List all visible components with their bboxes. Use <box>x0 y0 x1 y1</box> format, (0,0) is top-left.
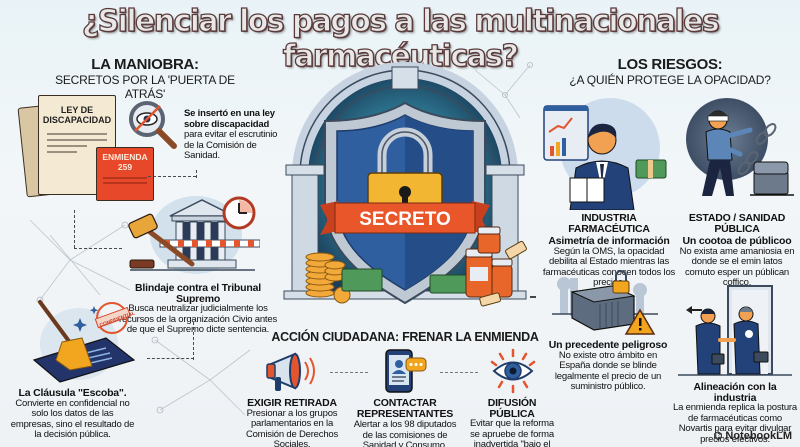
connector-line <box>440 372 478 373</box>
item2-text: Busca neutralizar judicialmente los recu… <box>118 303 277 335</box>
connector-line <box>74 248 122 249</box>
businessman-money-icon <box>543 105 667 210</box>
risk-item-3: Un precedente peligroso No existe otro á… <box>548 340 668 393</box>
action-item-3: DIFUSIÓN PÚBLICA Evitar que la reforma s… <box>464 398 560 447</box>
maneuver-item-3: La Cláusula "Escoba". Convierte en confi… <box>10 388 135 441</box>
connector-line <box>196 170 197 178</box>
risk1-label: INDUSTRIA FARMACÉUTICA <box>568 212 650 235</box>
brand-label: NotebookLM <box>725 430 792 442</box>
phone-chat-icon <box>385 349 427 393</box>
document-title-line2: DISCAPACIDAD <box>42 115 112 125</box>
action2-text: Alertar a los 98 diputados de las comisi… <box>353 419 457 447</box>
action1-title: EXIGIR RETIRADA <box>247 397 337 409</box>
right-subheading: ¿A QUIÉN PROTEGE LA OPACIDAD? <box>569 73 771 87</box>
amendment-label: ENMIENDA <box>102 152 148 162</box>
connector-line <box>148 176 196 177</box>
risk2-label: ESTADO / SANIDAD PÚBLICA <box>688 212 786 235</box>
connector-line <box>74 210 75 248</box>
risk3-text: No existe otro ámbito en España donde se… <box>554 349 662 392</box>
risk2-title: Un cootoa de públicoo <box>682 235 792 247</box>
network-decoration <box>151 336 251 416</box>
amendment-number: 259 <box>117 161 133 172</box>
action2-title: CONTACTAR REPRESENTANTES <box>356 397 454 420</box>
network-decoration <box>474 62 533 119</box>
left-subheading: SECRETOS POR LA 'PUERTA DE ATRÁS' <box>55 73 235 101</box>
eye-icon <box>490 348 536 394</box>
maneuver-item-1: Se insertó en una ley sobre discapacidad… <box>184 108 284 162</box>
law-document-illustration: LEY DE DISCAPACIDAD ENMIENDA 259 <box>17 92 154 202</box>
citizen-action-heading: ACCIÓN CIUDADANA: FRENAR LA ENMIENDA <box>271 330 539 344</box>
risk-item-1: INDUSTRIA FARMACÉUTICA Asimetría de info… <box>540 213 678 289</box>
courthouse-gavel-icon <box>128 199 260 271</box>
connector-line <box>530 296 536 298</box>
action-item-2: CONTACTAR REPRESENTANTES Alertar a los 9… <box>352 398 458 447</box>
risk4-text: La enmienda replica la postura de farmac… <box>673 402 797 445</box>
notebooklm-logo-icon: ⌬ <box>713 431 723 442</box>
item3-title: La Cláusula "Escoba". <box>18 387 127 399</box>
right-heading: LOS RIESGOS: <box>617 56 723 73</box>
amendment-page: ENMIENDA 259 <box>96 147 154 201</box>
blindfolded-person-icon <box>702 110 794 196</box>
item1-bold: Se insertó en una ley sobre discapacidad <box>184 108 275 130</box>
risk4-title: Alineación con la industria <box>693 381 777 404</box>
secret-shield-illustration: SECRETO <box>283 62 527 307</box>
item1-text: para evitar el escrutinio de la Comisión… <box>184 129 278 161</box>
crossed-eye-magnifier-icon <box>129 101 177 149</box>
notebooklm-brand: ⌬ NotebookLM <box>714 430 792 442</box>
left-section-header: LA MANIOBRA: SECRETOS POR LA 'PUERTA DE … <box>40 56 250 101</box>
risk1-title: Asimetría de información <box>548 235 670 247</box>
page-title: ¿Silenciar los pagos a las multinacional… <box>81 3 720 74</box>
handshake-door-icon <box>678 285 792 376</box>
connector-line <box>147 358 194 359</box>
megaphone-icon <box>266 352 315 391</box>
secret-banner-text: SECRETO <box>359 209 451 230</box>
broom-rug-icon: CONFIDENTIAL <box>32 300 136 383</box>
risk1-text: Según la OMS, la opacidad debilita al Es… <box>542 245 676 288</box>
risk-item-4: Alineación con la industria La enmienda … <box>672 382 798 445</box>
maneuver-item-2: Blindaje contra el Tribunal Supremo Busc… <box>118 283 278 336</box>
connector-line <box>193 322 194 360</box>
action-item-1: EXIGIR RETIRADA Presionar a los grupos p… <box>240 398 344 447</box>
clock-icon <box>222 196 256 230</box>
item2-title: Blindaje contra el Tribunal Supremo <box>135 282 261 305</box>
risk-item-2: ESTADO / SANIDAD PÚBLICA Un cootoa de pú… <box>676 213 798 289</box>
action3-text: Evitar que la reforma se apruebe de form… <box>470 418 554 447</box>
action1-text: Presionar a los grupos parlamentarios en… <box>245 407 339 447</box>
item3-text: Convierte en confidencial no solo los da… <box>10 397 135 440</box>
locked-container-warning-icon <box>552 270 658 335</box>
connector-line <box>330 372 368 373</box>
left-heading: LA MANIOBRA: <box>91 56 199 73</box>
action3-title: DIFUSIÓN PÚBLICA <box>487 397 537 420</box>
right-section-header: LOS RIESGOS: ¿A QUIÉN PROTEGE LA OPACIDA… <box>560 56 780 87</box>
risk2-text: No exista ame amaniosia en donde se el e… <box>679 245 795 288</box>
risk3-title: Un precedente peligroso <box>548 339 668 351</box>
document-title-line1: LEY DE <box>60 105 94 115</box>
